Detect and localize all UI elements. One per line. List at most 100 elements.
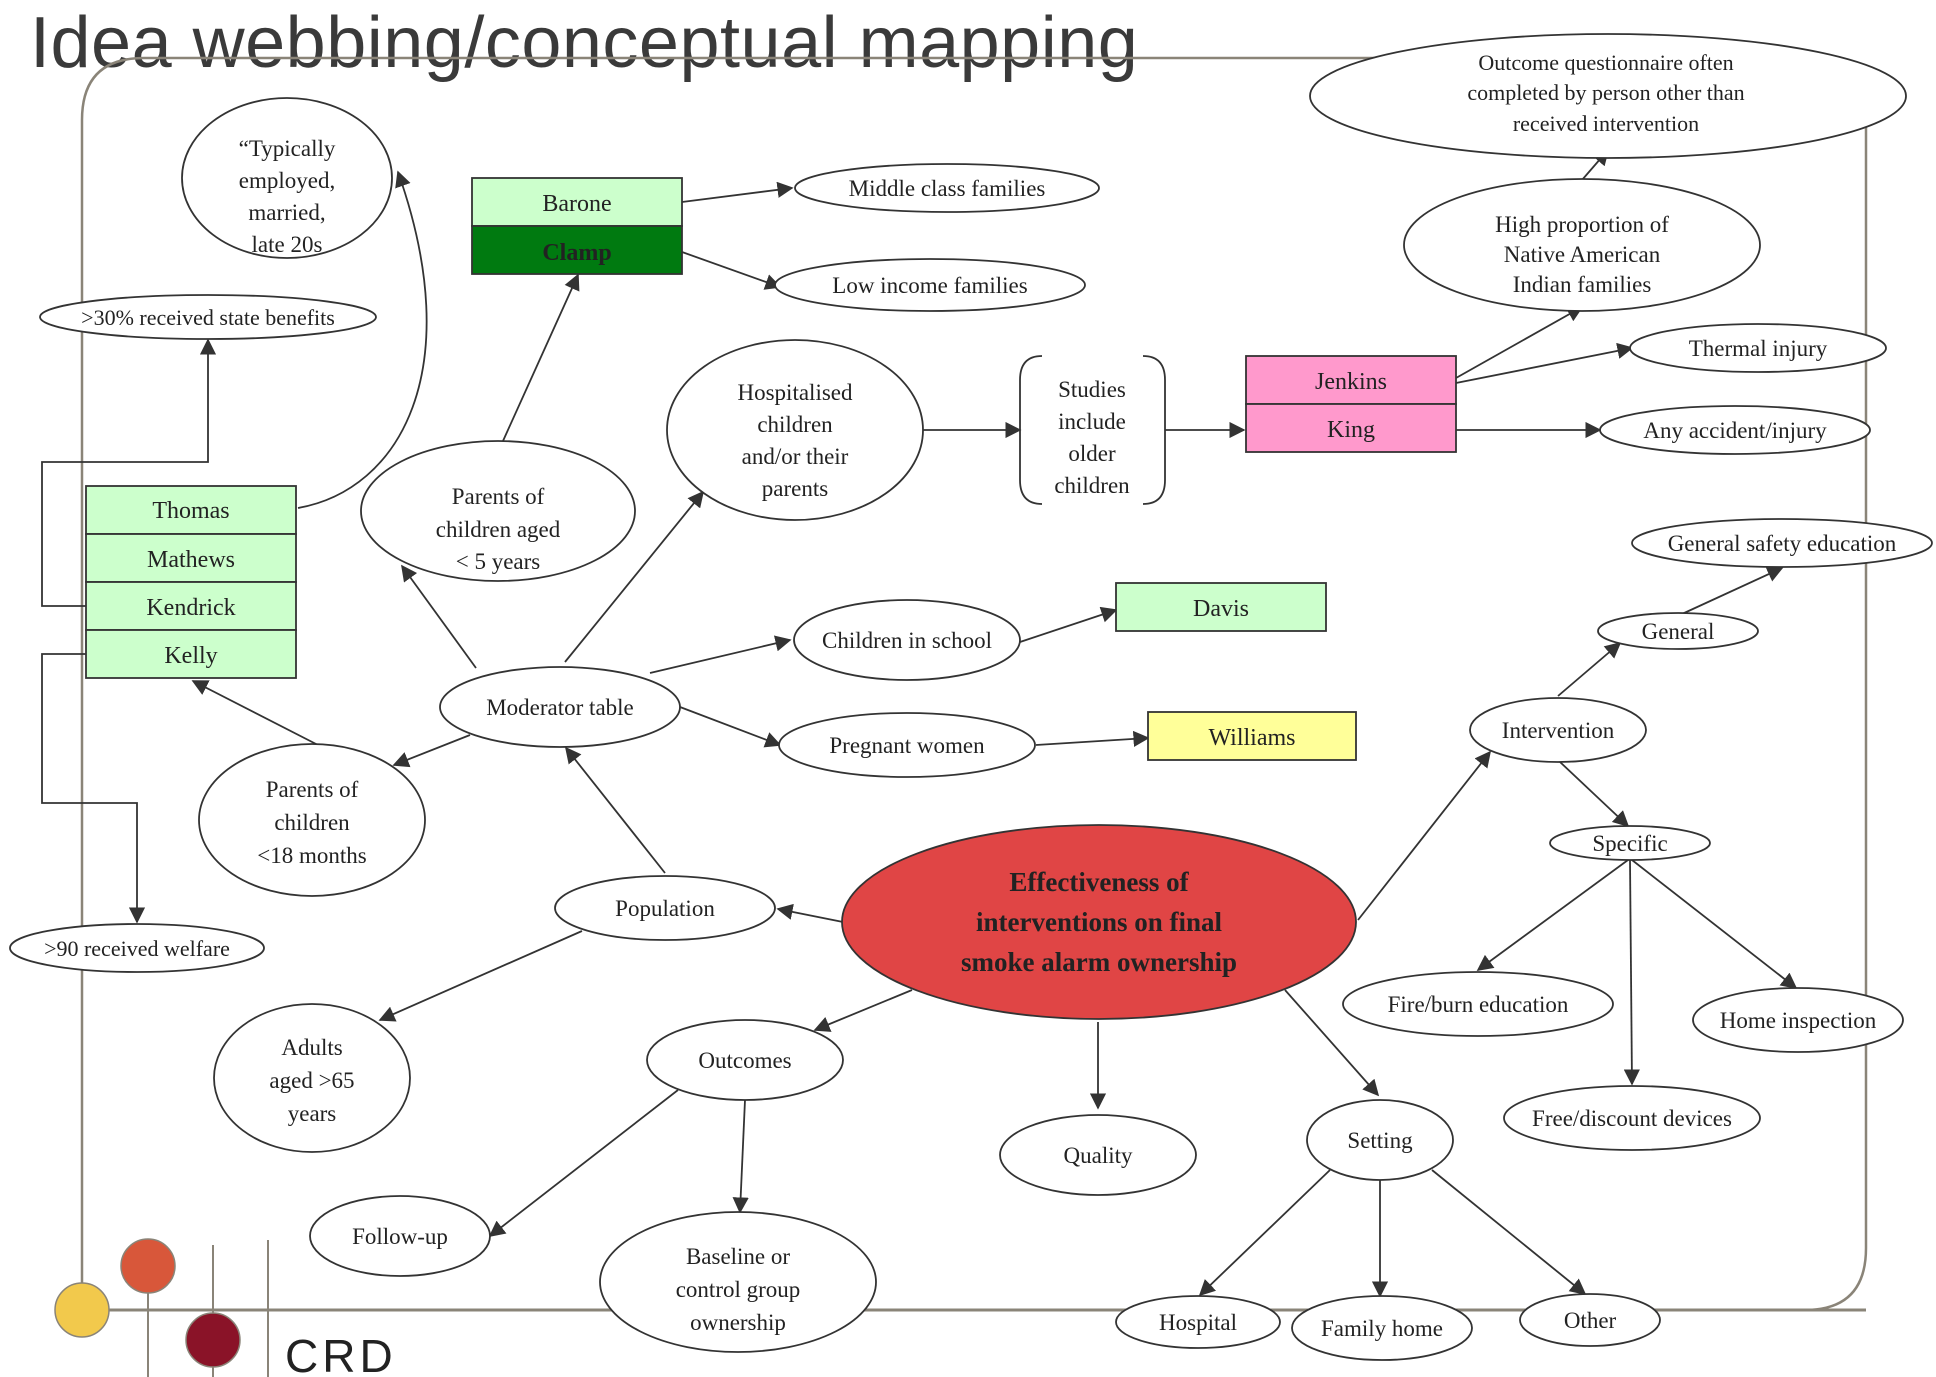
node-general: General (1597, 612, 1759, 650)
node-studies-bracket: Studies include older children (1019, 355, 1166, 505)
any-accident-label: Any accident/injury (1643, 418, 1827, 443)
follow-up-label: Follow-up (352, 1224, 448, 1249)
state-benefits-label: >30% received state benefits (81, 305, 335, 330)
middle-class-label: Middle class families (849, 176, 1046, 201)
baseline-line-2: control group (676, 1277, 801, 1302)
children-school-label: Children in school (822, 628, 992, 653)
node-middle-class: Middle class families (794, 163, 1100, 213)
parents5-line-1: Parents of (452, 484, 545, 509)
node-follow-up: Follow-up (309, 1195, 491, 1277)
box-davis: Davis (1115, 582, 1327, 632)
quality-label: Quality (1064, 1143, 1133, 1168)
general-safety-label: General safety education (1668, 531, 1897, 556)
node-pregnant-women: Pregnant women (778, 712, 1036, 778)
studies-line-1: Studies (1058, 377, 1126, 402)
studies-line-4: children (1054, 473, 1130, 498)
box-williams: Williams (1147, 711, 1357, 761)
hospitalised-line-4: parents (762, 476, 828, 501)
outcomes-label: Outcomes (698, 1048, 791, 1073)
box-king: King (1327, 417, 1375, 443)
box-mathews: Mathews (147, 547, 235, 573)
thermal-label: Thermal injury (1689, 336, 1828, 361)
typically-line-3: married, (248, 200, 325, 225)
node-parents-under-18m: Parents of children <18 months (198, 743, 426, 897)
adults-line-2: aged >65 (269, 1068, 354, 1093)
other-label: Other (1564, 1308, 1617, 1333)
hospitalised-line-1: Hospitalised (738, 380, 853, 405)
box-jenkins: Jenkins (1315, 369, 1387, 395)
box-barone: Barone (542, 191, 611, 217)
node-setting: Setting (1306, 1099, 1454, 1181)
typically-line-4: late 20s (252, 232, 323, 257)
hospital-label: Hospital (1159, 1310, 1237, 1335)
node-baseline: Baseline or control group ownership (599, 1211, 877, 1353)
typically-line-2: employed, (239, 168, 335, 193)
box-clamp: Clamp (542, 240, 611, 266)
node-children-in-school: Children in school (793, 599, 1021, 681)
baseline-line-3: ownership (690, 1310, 786, 1335)
studies-line-3: older (1068, 441, 1116, 466)
welfare-label: >90 received welfare (44, 936, 230, 961)
node-thermal-injury: Thermal injury (1629, 323, 1887, 373)
nodes: Effectiveness of interventions on final … (9, 33, 1933, 1361)
low-income-label: Low income families (832, 273, 1027, 298)
node-hospitalised: Hospitalised children and/or their paren… (666, 339, 924, 521)
node-moderator-table: Moderator table (439, 666, 681, 748)
node-other: Other (1519, 1293, 1661, 1347)
connectors (41, 148, 1798, 1298)
baseline-line-1: Baseline or (686, 1244, 790, 1269)
parents5-line-3: < 5 years (456, 549, 541, 574)
moderator-label: Moderator table (486, 695, 634, 720)
node-low-income: Low income families (774, 258, 1086, 312)
outcome-q-line-2: completed by person other than (1467, 80, 1744, 105)
node-typically: “Typically employed, married, late 20s (181, 97, 393, 259)
logo-dot-orange (120, 1238, 176, 1294)
parents18-line-3: <18 months (257, 843, 367, 868)
node-any-accident: Any accident/injury (1599, 405, 1871, 455)
family-home-label: Family home (1321, 1316, 1443, 1341)
box-thomas: Thomas (152, 498, 229, 524)
node-welfare: >90 received welfare (9, 923, 265, 973)
logo-text: CRD (285, 1330, 397, 1377)
node-specific: Specific (1549, 825, 1711, 861)
population-label: Population (615, 896, 715, 921)
studies-line-2: include (1058, 409, 1126, 434)
hospitalised-line-2: children (757, 412, 833, 437)
node-fire-burn: Fire/burn education (1342, 971, 1614, 1037)
node-population: Population (554, 875, 776, 941)
high-prop-line-2: Native American (1504, 242, 1661, 267)
node-parents-under-5: Parents of children aged < 5 years (360, 440, 636, 582)
logo-dot-yellow (54, 1282, 110, 1338)
parents18-line-2: children (274, 810, 350, 835)
center-line-1: Effectiveness of (1009, 867, 1189, 897)
fire-burn-label: Fire/burn education (1388, 992, 1569, 1017)
davis-label: Davis (1193, 596, 1249, 622)
node-center: Effectiveness of interventions on final … (841, 824, 1357, 1020)
adults-line-1: Adults (281, 1035, 342, 1060)
home-inspection-label: Home inspection (1720, 1008, 1877, 1033)
node-state-benefits: >30% received state benefits (39, 294, 377, 340)
node-high-proportion: High proportion of Native American India… (1403, 178, 1761, 312)
parents5-line-2: children aged (436, 517, 561, 542)
node-intervention: Intervention (1469, 697, 1647, 763)
node-adults-over-65: Adults aged >65 years (213, 1003, 411, 1153)
center-line-2: interventions on final (976, 907, 1223, 937)
box-author-group: Thomas Mathews Kendrick Kelly (85, 485, 297, 679)
parents18-line-1: Parents of (266, 777, 359, 802)
hospitalised-line-3: and/or their (742, 444, 849, 469)
box-kelly: Kelly (164, 643, 217, 669)
setting-label: Setting (1347, 1128, 1413, 1153)
logo-dot-maroon (185, 1312, 241, 1368)
specific-label: Specific (1592, 831, 1667, 856)
free-discount-label: Free/discount devices (1532, 1106, 1732, 1131)
adults-line-3: years (288, 1101, 337, 1126)
node-outcome-questionnaire: Outcome questionnaire often completed by… (1309, 33, 1907, 159)
high-prop-line-1: High proportion of (1495, 212, 1669, 237)
node-home-inspection: Home inspection (1692, 987, 1904, 1053)
box-barone-clamp: Barone Clamp (471, 177, 683, 275)
node-hospital: Hospital (1115, 1295, 1281, 1349)
center-line-3: smoke alarm ownership (961, 947, 1237, 977)
node-quality: Quality (999, 1114, 1197, 1196)
outcome-q-line-3: received intervention (1513, 111, 1699, 136)
